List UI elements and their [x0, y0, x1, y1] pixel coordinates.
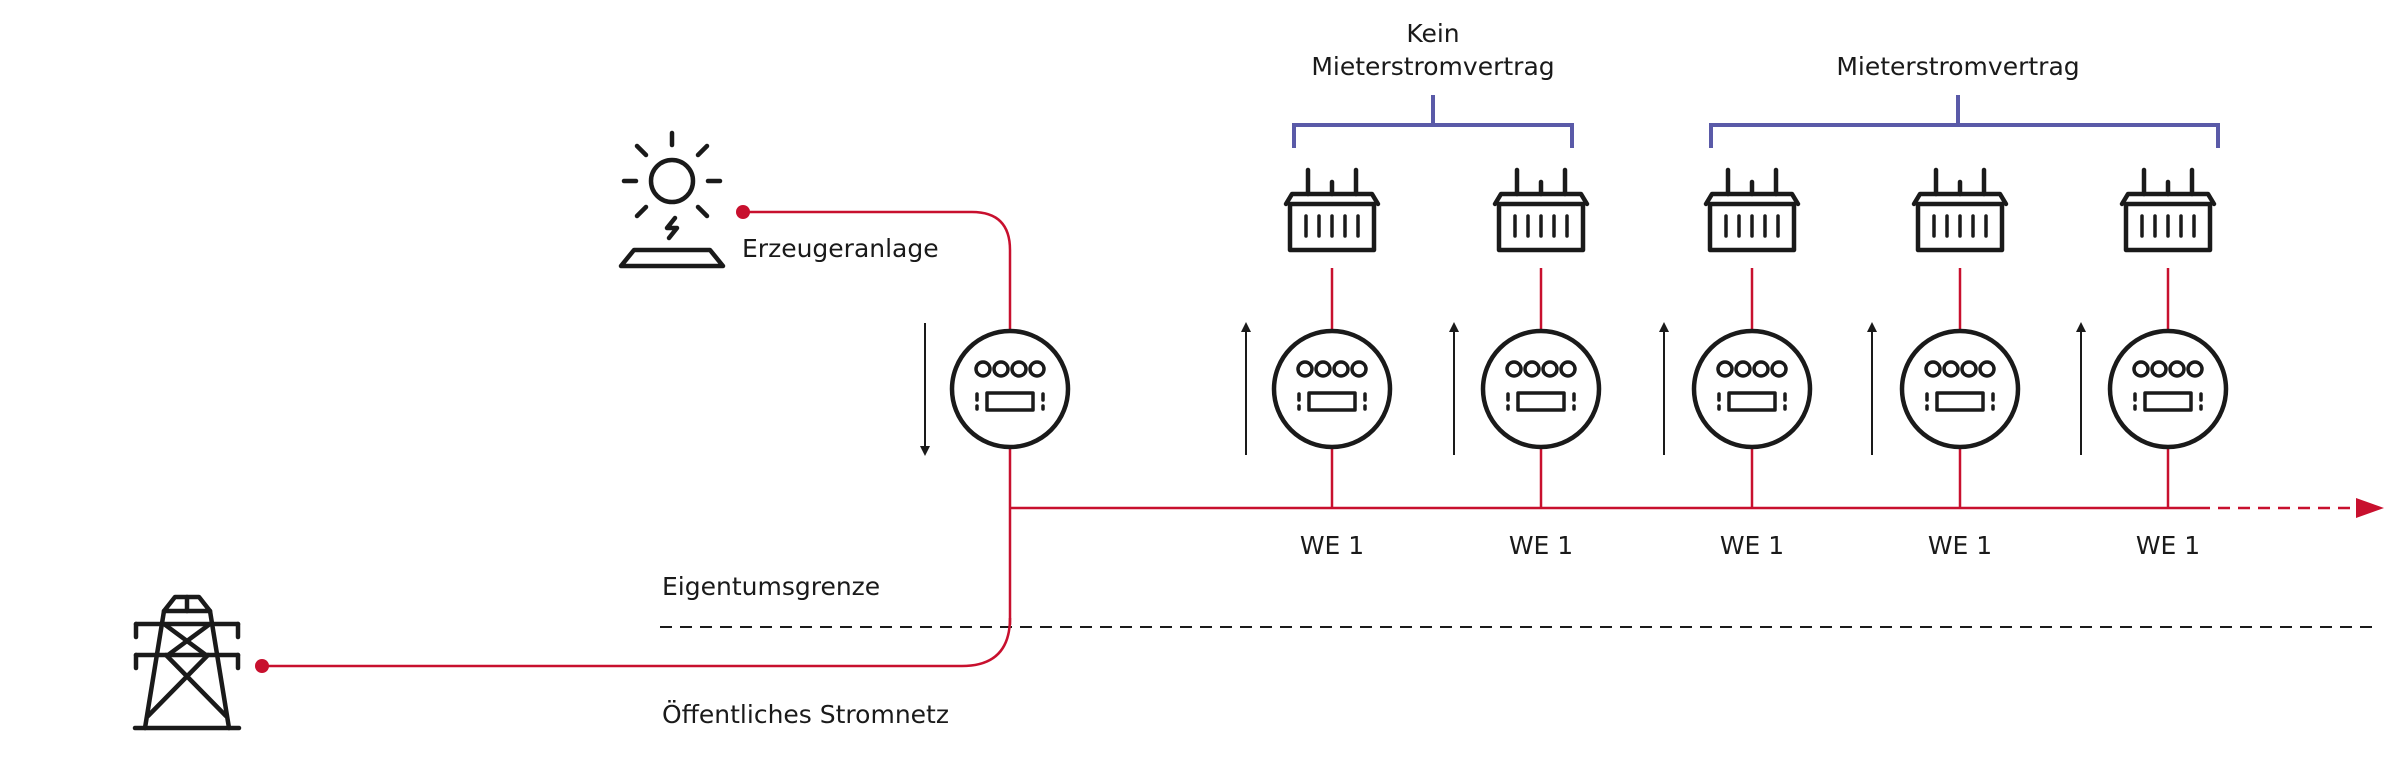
- bus-arrow-head: [2356, 498, 2384, 518]
- consumer-box-icon: [1706, 170, 1798, 250]
- unit-5: WE 1: [2076, 170, 2226, 560]
- unit-3: WE 1: [1659, 170, 1810, 560]
- unit-4: WE 1: [1867, 170, 2018, 560]
- generator-connection-dot: [736, 205, 750, 219]
- consumer-box-icon: [1914, 170, 2006, 250]
- consumption-flow-arrow-head: [1867, 322, 1877, 332]
- no-contract-label-line1: Kein: [1406, 19, 1459, 48]
- meter-icon: [1274, 331, 1390, 447]
- unit-label: WE 1: [1928, 531, 1992, 560]
- property-boundary-label: Eigentumsgrenze: [662, 572, 880, 601]
- meter-icon: [1694, 331, 1810, 447]
- meter-icon: [1902, 331, 2018, 447]
- generator-label: Erzeugeranlage: [742, 234, 939, 263]
- consumption-flow-arrow-head: [1659, 322, 1669, 332]
- grid-label: Öffentliches Stromnetz: [662, 700, 949, 729]
- consumer-box-icon: [1495, 170, 1587, 250]
- solar-panel-icon: [618, 130, 726, 269]
- meter-icon: [1483, 331, 1599, 447]
- consumer-box-icon: [2122, 170, 2214, 250]
- generation-flow-arrow-head: [920, 446, 930, 456]
- unit-1: WE 1: [1241, 170, 1390, 560]
- grid-connection-dot: [255, 659, 269, 673]
- consumption-flow-arrow-head: [2076, 322, 2086, 332]
- power-pylon-icon: [132, 594, 242, 731]
- unit-2: WE 1: [1449, 170, 1599, 560]
- unit-label: WE 1: [1509, 531, 1573, 560]
- unit-label: WE 1: [1720, 531, 1784, 560]
- generation-meter-icon: [952, 331, 1068, 447]
- unit-label: WE 1: [2136, 531, 2200, 560]
- unit-label: WE 1: [1300, 531, 1364, 560]
- grid-feed-line: [262, 617, 1012, 668]
- no-contract-bracket: [1292, 95, 1574, 148]
- meter-icon: [2110, 331, 2226, 447]
- consumption-flow-arrow-head: [1449, 322, 1459, 332]
- generator-feed-line: [740, 210, 1012, 330]
- consumer-box-icon: [1286, 170, 1378, 250]
- no-contract-label-line2: Mieterstromvertrag: [1311, 52, 1554, 81]
- contract-label: Mieterstromvertrag: [1836, 52, 2079, 81]
- contract-bracket: [1709, 95, 2220, 148]
- consumption-flow-arrow-head: [1241, 322, 1251, 332]
